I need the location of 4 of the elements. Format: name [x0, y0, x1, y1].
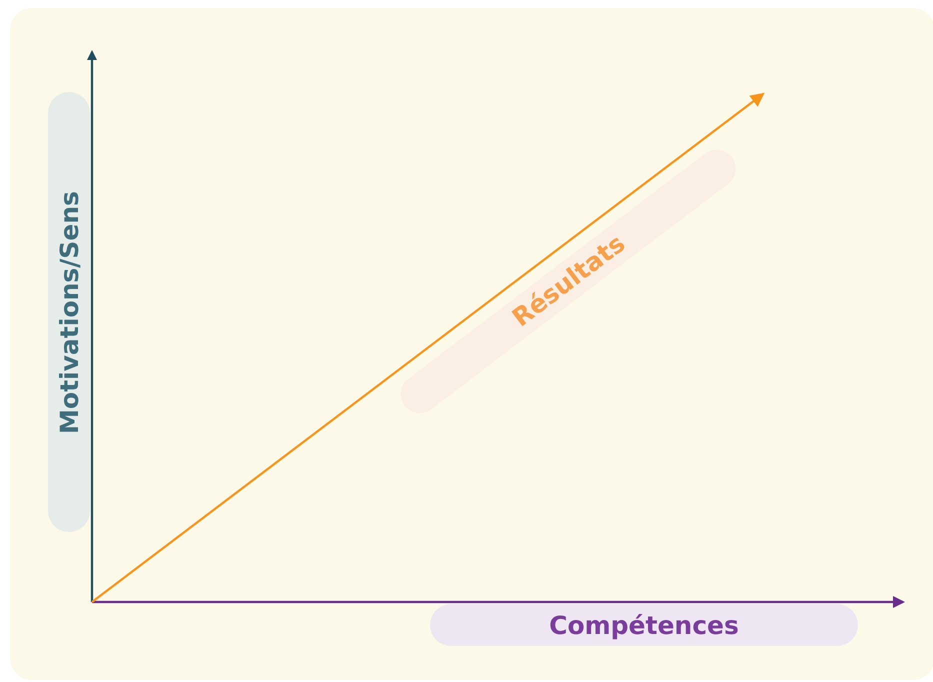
label-pill [430, 604, 858, 646]
label-pill [48, 92, 90, 532]
axis-title: Compétences [549, 610, 739, 640]
axis-title: Motivations/Sens [54, 190, 84, 434]
